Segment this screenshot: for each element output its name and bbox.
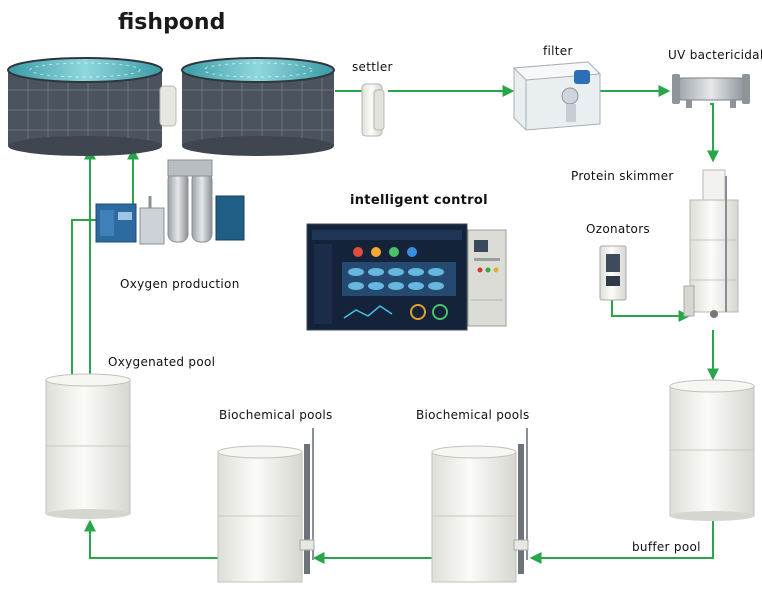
uv-sterilizer: [672, 74, 750, 108]
ozonator-unit: [599, 245, 627, 301]
flow-bio1-to-oxygenated: [84, 519, 218, 559]
control-screen: [306, 223, 468, 331]
flow-buffer-to-bio2: [529, 514, 714, 564]
label-ozonators: Ozonators: [586, 222, 650, 236]
label-settler: settler: [352, 60, 393, 74]
label-oxygen-production: Oxygen production: [120, 277, 240, 291]
flow-oxygen-to-pond: [71, 147, 139, 380]
biochemical-pool-tank-1: [217, 428, 315, 583]
diagram-title: fishpond: [118, 10, 226, 35]
label-biochemical-pools-2: Biochemical pools: [416, 408, 530, 422]
flow-uv-to-skimmer: [707, 103, 719, 163]
oxygenated-pool-tank: [45, 373, 131, 519]
flow-lines: [71, 85, 719, 564]
flow-ozonator-to-skimmer: [611, 300, 691, 322]
label-intelligent-control: intelligent control: [350, 193, 488, 208]
buffer-pool-tank: [669, 379, 755, 521]
protein-skimmer: [683, 169, 739, 318]
fishpond-right: [181, 57, 335, 156]
label-filter: filter: [543, 44, 573, 58]
filter-unit: [512, 61, 602, 131]
fishpond-left: [7, 57, 177, 156]
label-buffer-pool: buffer pool: [632, 540, 701, 554]
biochemical-pool-tank-2: [431, 428, 529, 583]
oxygen-production-unit: [95, 159, 245, 245]
control-cabinet: [467, 229, 507, 327]
label-protein-skimmer: Protein skimmer: [571, 169, 674, 183]
settler-unit: [361, 83, 385, 137]
label-biochemical-pools-1: Biochemical pools: [219, 408, 333, 422]
label-uv-bactericidal: UV bactericidal: [668, 48, 762, 62]
label-oxygenated-pool: Oxygenated pool: [108, 355, 216, 369]
